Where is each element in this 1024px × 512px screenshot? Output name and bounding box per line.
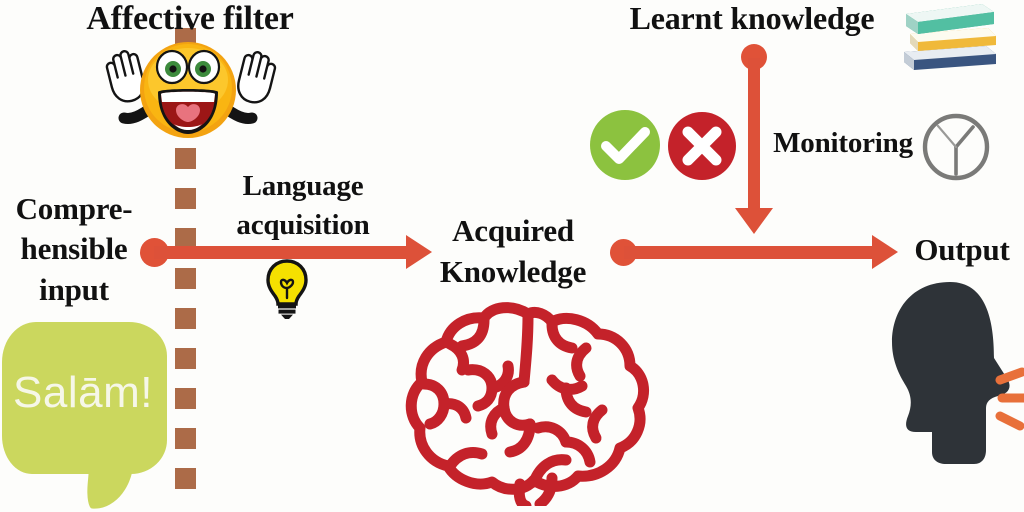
arrow2-head	[872, 235, 898, 269]
filter-line-dash	[175, 188, 196, 209]
comprehensible-input-label-line3: input	[39, 272, 109, 307]
output-label: Output	[914, 232, 1010, 267]
filter-line-dash	[175, 388, 196, 409]
filter-line-dash	[175, 148, 196, 169]
speech-bubble-body	[2, 322, 167, 474]
learnt-knowledge-title: Learnt knowledge	[629, 0, 875, 36]
arrow1-head	[406, 235, 432, 269]
comprehensible-input-label-line1: Compre-	[15, 191, 133, 226]
filter-line-dash	[175, 308, 196, 329]
filter-line-dash	[175, 228, 196, 249]
monitoring-arrow-head	[735, 208, 773, 234]
filter-line-dash	[175, 428, 196, 449]
filter-line-dash	[175, 468, 196, 489]
arrow1-shaft	[154, 246, 408, 259]
check-circle-icon	[590, 110, 660, 180]
speech-bubble: Salām!	[2, 322, 170, 512]
speech-bubble-text: Salām!	[13, 368, 153, 417]
cross-circle-icon	[668, 112, 736, 180]
filter-line-dash	[175, 348, 196, 369]
monitoring-label: Monitoring	[773, 127, 913, 159]
excited-face-emoji	[96, 40, 280, 140]
language-acquisition-label-line1: Language	[242, 170, 364, 202]
dashed-filter-line	[175, 28, 196, 506]
stacked-books-icon	[890, 0, 1002, 72]
comprehensible-input-label-line2: hensible	[20, 231, 128, 266]
affective-filter-title: Affective filter	[86, 0, 294, 37]
lightbulb-icon	[264, 258, 310, 320]
acquired-knowledge-label-line1: Acquired	[452, 213, 574, 248]
brain-icon	[400, 300, 660, 512]
speaking-head-icon	[890, 280, 1024, 465]
monitoring-arrow-shaft	[748, 58, 760, 210]
arrow2-shaft	[624, 246, 874, 259]
language-acquisition-label-line2: acquisition	[236, 209, 370, 241]
acquired-knowledge-label-line2: Knowledge	[439, 254, 587, 289]
clock-icon	[921, 112, 991, 182]
filter-line-dash	[175, 268, 196, 289]
